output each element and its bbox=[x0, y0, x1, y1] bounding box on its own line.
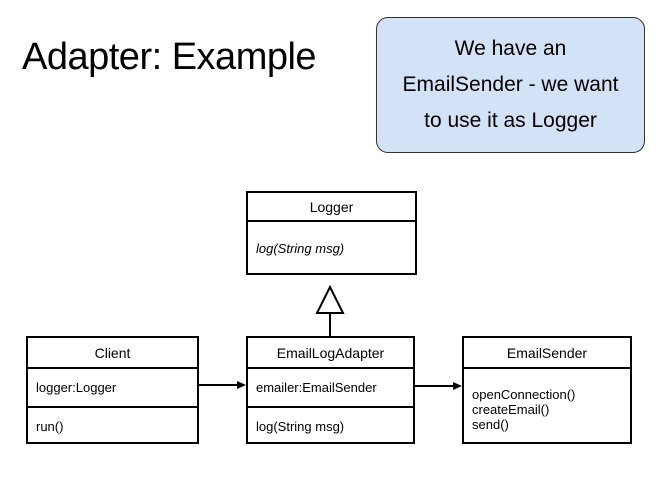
inheritance-arrowhead-icon bbox=[315, 284, 345, 314]
logger-class: Logger log(String msg) bbox=[246, 191, 417, 275]
adapter-to-sender-arrowhead-icon bbox=[453, 382, 462, 390]
callout-line-1: We have an bbox=[454, 37, 567, 60]
adapter-attributes: emailer:EmailSender bbox=[248, 369, 413, 408]
client-attributes: logger:Logger bbox=[28, 369, 197, 408]
client-to-adapter-arrowhead-icon bbox=[237, 381, 246, 389]
callout-line-3: to use it as Logger bbox=[424, 109, 597, 132]
client-class: Client logger:Logger run() bbox=[26, 336, 199, 444]
client-operation-run: run() bbox=[36, 418, 64, 434]
adapter-class-name: EmailLogAdapter bbox=[248, 338, 413, 369]
logger-operations: log(String msg) bbox=[248, 222, 415, 275]
client-class-name: Client bbox=[28, 338, 197, 369]
client-attribute-logger: logger:Logger bbox=[36, 380, 117, 395]
client-operations: run() bbox=[28, 408, 197, 444]
adapter-operations: log(String msg) bbox=[248, 408, 413, 444]
slide-title: Adapter: Example bbox=[22, 36, 317, 78]
sender-class-name: EmailSender bbox=[464, 338, 630, 369]
email-log-adapter-class: EmailLogAdapter emailer:EmailSender log(… bbox=[246, 336, 415, 444]
sender-operation-send: send() bbox=[472, 417, 509, 432]
adapter-operation-log: log(String msg) bbox=[256, 418, 345, 434]
adapter-attribute-emailer: emailer:EmailSender bbox=[256, 380, 377, 395]
sender-operations: openConnection() createEmail() send() bbox=[464, 369, 630, 444]
logger-operation-log: log(String msg) bbox=[256, 241, 345, 256]
logger-class-name: Logger bbox=[248, 193, 415, 222]
note-callout: We have an EmailSender - we want to use … bbox=[376, 17, 645, 153]
sender-operation-create-email: createEmail() bbox=[472, 402, 550, 417]
sender-operation-open-connection: openConnection() bbox=[472, 387, 576, 402]
callout-line-2: EmailSender - we want bbox=[402, 73, 619, 96]
email-sender-class: EmailSender openConnection() createEmail… bbox=[462, 336, 632, 444]
